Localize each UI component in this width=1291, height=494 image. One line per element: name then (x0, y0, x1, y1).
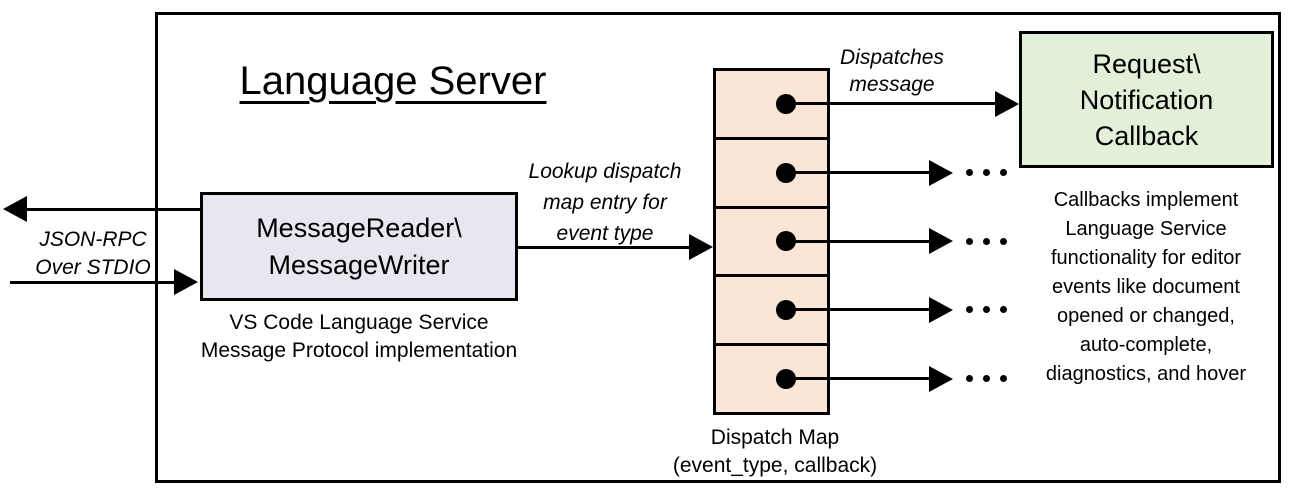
stdio-label-line1: JSON-RPC (39, 228, 147, 251)
reader-caption-line2: Message Protocol implementation (200, 339, 518, 362)
dispatch-arrowhead-icon (995, 91, 1019, 117)
dispatches-label: Dispatches message (818, 44, 966, 98)
dispatches-label-line1: Dispatches (840, 46, 944, 69)
lookup-arrowhead-icon (689, 234, 713, 260)
callbacks-note-line7: diagnostics, and hover (1045, 363, 1247, 385)
callbacks-note-line1: Callbacks implement (1053, 189, 1239, 211)
reader-box-line1: MessageReader\ (256, 212, 462, 243)
callbacks-note-line5: opened or changed, (1057, 305, 1235, 327)
reader-box-caption: VS Code Language Service Message Protoco… (168, 309, 550, 365)
stdio-label: JSON-RPC Over STDIO (18, 226, 168, 282)
dispatch-map-caption-line2: (event_type, callback) (672, 454, 878, 477)
diagram-title: Language Server (239, 59, 547, 103)
lookup-label-line2: map entry for (543, 191, 667, 214)
lookup-label-line3: event type (556, 222, 654, 245)
callbacks-note-line3: functionality for editor (1050, 247, 1242, 269)
dispatch-arrowhead-icon (929, 160, 953, 186)
lookup-label-line1: Lookup dispatch (528, 160, 682, 183)
callbacks-note-line4: events like document (1052, 276, 1240, 298)
message-reader-writer-box: MessageReader\ MessageWriter (200, 192, 518, 301)
callbacks-note: Callbacks implement Language Service fun… (1004, 186, 1288, 389)
dispatch-map-row (716, 209, 827, 278)
reader-box-line2: MessageWriter (268, 249, 450, 280)
ellipsis-icon (966, 169, 1007, 176)
callback-box: Request\ Notification Callback (1019, 31, 1274, 168)
dispatch-arrow-line (786, 240, 929, 243)
dispatch-map-caption: Dispatch Map (event_type, callback) (645, 424, 905, 480)
callback-box-line1: Request\ (1092, 48, 1201, 79)
dispatch-arrowhead-icon (929, 228, 953, 254)
callbacks-note-line2: Language Service (1065, 218, 1227, 240)
ellipsis-icon (966, 375, 1007, 382)
dispatch-map-row (716, 71, 827, 140)
reader-caption-line1: VS Code Language Service (229, 311, 489, 334)
dispatch-arrow-line (786, 171, 929, 174)
dispatch-arrowhead-icon (929, 366, 953, 392)
lookup-arrow-line (517, 246, 689, 249)
lookup-label: Lookup dispatch map entry for event type (510, 156, 700, 249)
dispatch-arrow-line (786, 308, 929, 311)
dispatch-arrow-line (786, 377, 929, 380)
ellipsis-icon (966, 306, 1007, 313)
stdio-in-arrow-line (10, 281, 175, 284)
stdio-label-line2: Over STDIO (35, 256, 151, 279)
dispatches-label-line2: message (849, 73, 935, 96)
stdio-in-arrowhead-icon (174, 269, 198, 295)
callback-box-line3: Callback (1094, 120, 1199, 151)
dispatch-map-caption-line1: Dispatch Map (710, 426, 840, 449)
ellipsis-icon (966, 238, 1007, 245)
dispatch-map-row (716, 140, 827, 209)
callback-box-line2: Notification (1079, 84, 1214, 115)
stdio-out-arrow-line (24, 208, 200, 211)
dispatch-map-row (716, 277, 827, 347)
stdio-out-arrowhead-icon (3, 196, 27, 222)
callbacks-note-line6: auto-complete, (1079, 334, 1213, 356)
dispatch-arrow-line (786, 102, 995, 105)
dispatch-arrowhead-icon (929, 297, 953, 323)
